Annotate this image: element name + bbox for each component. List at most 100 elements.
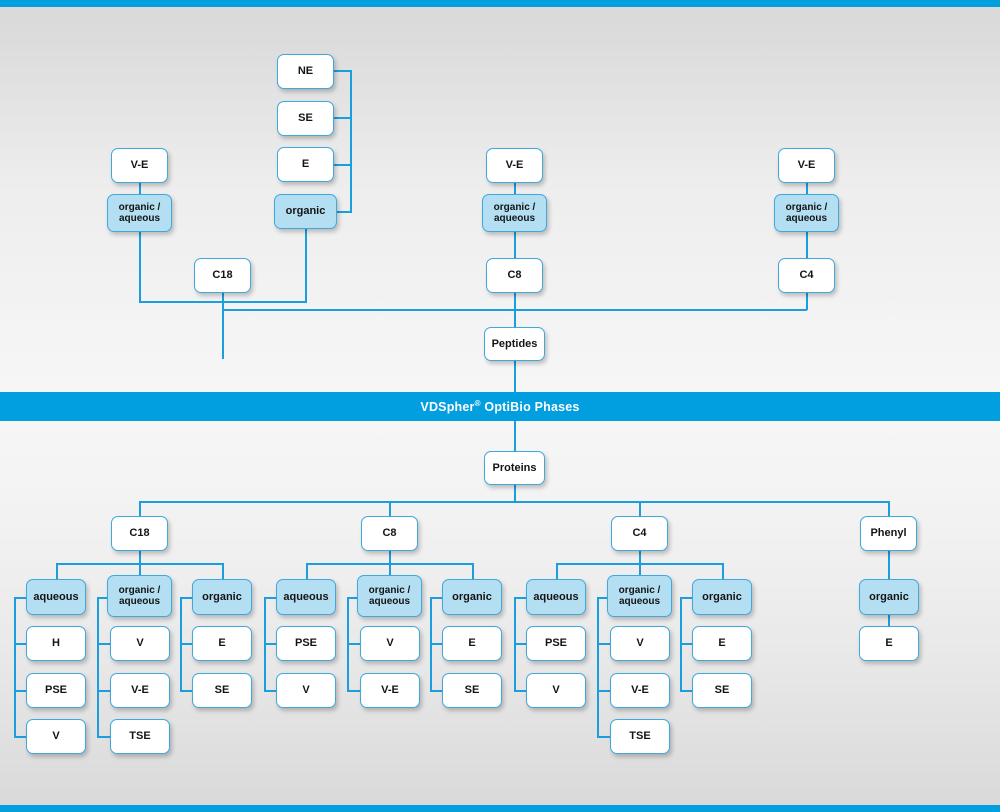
node-label: SE — [464, 684, 480, 697]
node-label: organic / aqueous — [118, 201, 161, 225]
node-c4-prot[interactable]: C4 — [611, 516, 668, 551]
node-orgaq-c8[interactable]: organic / aqueous — [482, 194, 547, 232]
connector-line — [888, 501, 890, 517]
node-label: V — [386, 637, 394, 650]
node-c18-aqueous[interactable]: aqueous — [26, 579, 86, 615]
node-c18-prot[interactable]: C18 — [111, 516, 168, 551]
node-c4-orgaq-tse[interactable]: TSE — [610, 719, 670, 754]
node-label: C18 — [212, 269, 233, 282]
node-c8-organic-se[interactable]: SE — [442, 673, 502, 708]
node-ne[interactable]: NE — [277, 54, 334, 89]
connector-line — [514, 643, 527, 645]
connector-line — [514, 597, 527, 599]
node-c8-orgaq-ve[interactable]: V-E — [360, 673, 420, 708]
node-label: C4 — [632, 527, 647, 540]
connector-line — [680, 643, 693, 645]
node-label: Peptides — [491, 337, 538, 350]
node-se[interactable]: SE — [277, 101, 334, 136]
node-orgaq-c4[interactable]: organic / aqueous — [774, 194, 839, 232]
node-phenyl-organic[interactable]: organic — [859, 579, 919, 615]
node-c4-pse[interactable]: PSE — [526, 626, 586, 661]
node-c18-orgaq-v[interactable]: V — [110, 626, 170, 661]
bottom-accent-bar — [0, 805, 1000, 812]
connector-line — [389, 563, 391, 576]
node-label: PSE — [44, 684, 67, 697]
node-ve-c8[interactable]: V-E — [486, 148, 543, 183]
node-ve-c18[interactable]: V-E — [111, 148, 168, 183]
node-c4-organic-se[interactable]: SE — [692, 673, 752, 708]
connector-line — [430, 690, 443, 692]
connector-line — [14, 690, 27, 692]
node-label: organic — [869, 590, 909, 603]
connector-line — [597, 597, 608, 599]
node-label: organic — [202, 590, 242, 603]
connector-line — [514, 309, 516, 328]
node-c8-pep[interactable]: C8 — [486, 258, 543, 293]
node-c8-organic-e[interactable]: E — [442, 626, 502, 661]
node-c18-orgaq-ve[interactable]: V-E — [110, 673, 170, 708]
node-c4-organic-e[interactable]: E — [692, 626, 752, 661]
node-phenyl-prot[interactable]: Phenyl — [860, 516, 917, 551]
node-organic-c18-pep[interactable]: organic — [274, 194, 337, 229]
node-peptides[interactable]: Peptides — [484, 327, 545, 361]
node-c4-orgaq-ve[interactable]: V-E — [610, 673, 670, 708]
product-banner: VDSpher® OptiBio Phases — [0, 392, 1000, 421]
node-c18-orgaq-tse[interactable]: TSE — [110, 719, 170, 754]
connector-line — [14, 597, 27, 599]
node-c18-orgaq[interactable]: organic / aqueous — [107, 575, 172, 617]
connector-line — [97, 643, 111, 645]
node-c18-h[interactable]: H — [26, 626, 86, 661]
connector-line — [597, 597, 599, 737]
node-label: PSE — [294, 637, 317, 650]
node-c8-orgaq[interactable]: organic / aqueous — [357, 575, 422, 617]
node-c18-pse[interactable]: PSE — [26, 673, 86, 708]
node-c8-orgaq-v[interactable]: V — [360, 626, 420, 661]
node-c8-organic[interactable]: organic — [442, 579, 502, 615]
node-c18-organic[interactable]: organic — [192, 579, 252, 615]
node-label: aqueous — [283, 590, 329, 603]
node-label: V-E — [381, 684, 399, 697]
connector-line — [222, 292, 224, 310]
connector-line — [514, 690, 527, 692]
node-label: E — [718, 637, 726, 650]
node-label: E — [301, 158, 310, 171]
node-c18-organic-e[interactable]: E — [192, 626, 252, 661]
connector-line — [514, 360, 516, 393]
node-label: SE — [298, 112, 313, 125]
connector-line — [639, 501, 641, 517]
connector-line — [14, 736, 27, 738]
connector-line — [334, 70, 352, 72]
node-c18-organic-se[interactable]: SE — [192, 673, 252, 708]
connector-line — [222, 301, 224, 359]
node-c8-aqueous[interactable]: aqueous — [276, 579, 336, 615]
node-e[interactable]: E — [277, 147, 334, 182]
node-ve-c4[interactable]: V-E — [778, 148, 835, 183]
node-c4-v[interactable]: V — [526, 673, 586, 708]
node-label: organic / aqueous — [368, 584, 411, 608]
node-c4-orgaq[interactable]: organic / aqueous — [607, 575, 672, 617]
connector-line — [597, 736, 611, 738]
node-c4-pep[interactable]: C4 — [778, 258, 835, 293]
node-c4-orgaq-v[interactable]: V — [610, 626, 670, 661]
node-proteins[interactable]: Proteins — [484, 451, 545, 485]
node-label: Phenyl — [870, 527, 907, 540]
node-c18-pep[interactable]: C18 — [194, 258, 251, 293]
node-label: E — [468, 637, 476, 650]
node-label: E — [885, 637, 893, 650]
node-c8-prot[interactable]: C8 — [361, 516, 418, 551]
connector-line — [347, 643, 361, 645]
connector-line — [806, 231, 808, 259]
node-c18-v[interactable]: V — [26, 719, 86, 754]
node-orgaq-c18[interactable]: organic / aqueous — [107, 194, 172, 232]
banner-brand: VDSpher — [420, 400, 475, 415]
node-label: organic / aqueous — [618, 584, 661, 608]
node-c4-aqueous[interactable]: aqueous — [526, 579, 586, 615]
banner-trademark: ® — [474, 398, 481, 408]
node-label: C4 — [799, 269, 814, 282]
node-label: organic / aqueous — [785, 201, 828, 225]
node-c8-v[interactable]: V — [276, 673, 336, 708]
node-phenyl-organic-e[interactable]: E — [859, 626, 919, 661]
node-c4-organic[interactable]: organic — [692, 579, 752, 615]
node-label: H — [52, 637, 60, 650]
node-c8-pse[interactable]: PSE — [276, 626, 336, 661]
